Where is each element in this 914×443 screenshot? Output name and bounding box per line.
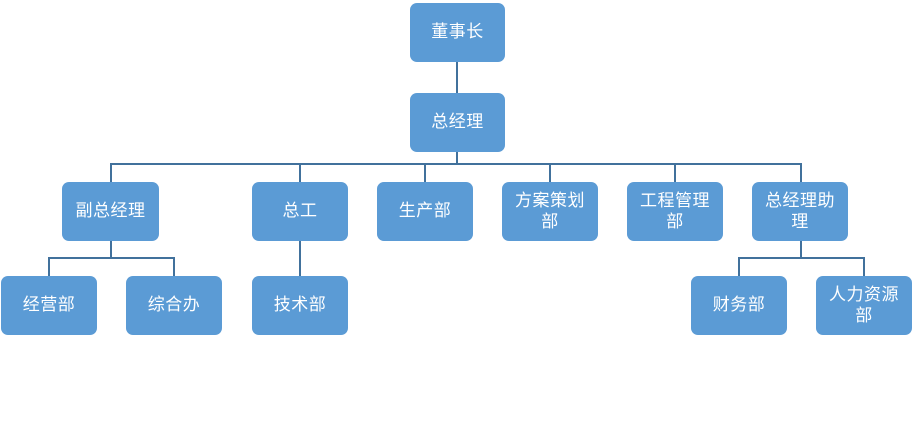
node-general-manager[interactable]: 总经理 <box>410 93 505 152</box>
node-deputy-general-manager[interactable]: 副总经理 <box>62 182 159 241</box>
connector-gm-stem <box>456 152 458 164</box>
connector-chief-engineer-to-technical <box>299 241 301 276</box>
connector-drop-general-office <box>173 257 175 276</box>
node-chief-engineer[interactable]: 总工 <box>252 182 348 241</box>
node-finance-dept[interactable]: 财务部 <box>691 276 787 335</box>
connector-drop-finance-dept <box>738 257 740 276</box>
connector-drop-production <box>424 163 426 182</box>
connector-gm-assistant-bus <box>739 257 865 259</box>
node-chairman[interactable]: 董事长 <box>410 3 505 62</box>
connector-drop-chief-engineer <box>299 163 301 182</box>
connector-drop-planning <box>549 163 551 182</box>
connector-drop-business-dept <box>48 257 50 276</box>
node-business-dept[interactable]: 经营部 <box>1 276 97 335</box>
node-gm-assistant[interactable]: 总经理助理 <box>752 182 848 241</box>
node-general-office[interactable]: 综合办 <box>126 276 222 335</box>
connector-deputy-gm-bus <box>49 257 175 259</box>
node-technical-dept[interactable]: 技术部 <box>252 276 348 335</box>
node-hr-dept[interactable]: 人力资源部 <box>816 276 912 335</box>
node-planning-dept[interactable]: 方案策划部 <box>502 182 598 241</box>
connector-drop-gm-assistant <box>800 163 802 182</box>
connector-level3-bus <box>111 163 802 165</box>
connector-drop-hr-dept <box>863 257 865 276</box>
connector-deputy-gm-stem <box>110 241 112 258</box>
connector-gm-assistant-stem <box>800 241 802 258</box>
connector-drop-deputy-gm <box>110 163 112 182</box>
node-production-dept[interactable]: 生产部 <box>377 182 473 241</box>
connector-drop-engineering-mgmt <box>674 163 676 182</box>
connector-chairman-to-gm <box>456 62 458 93</box>
node-engineering-mgmt-dept[interactable]: 工程管理部 <box>627 182 723 241</box>
